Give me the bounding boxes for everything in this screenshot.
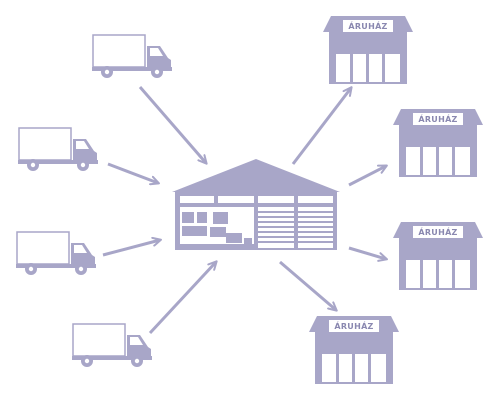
- store-sign: ÁRUHÁZ: [418, 113, 457, 124]
- arrow-store-1: [291, 86, 353, 165]
- arrow-store-2: [348, 164, 388, 187]
- store-sign: ÁRUHÁZ: [418, 226, 457, 237]
- store-2: ÁRUHÁZ: [393, 109, 483, 177]
- store-sign: ÁRUHÁZ: [348, 20, 387, 31]
- arrow-truck-2: [107, 162, 160, 186]
- arrow-truck-3: [102, 236, 162, 257]
- store-3: ÁRUHÁZ: [393, 222, 483, 290]
- warehouse-doors: [258, 207, 333, 248]
- truck-icon: [72, 323, 152, 368]
- truck-icon: [18, 127, 98, 172]
- warehouse-icon: [172, 159, 340, 250]
- store-sign: ÁRUHÁZ: [334, 320, 373, 331]
- store-4: ÁRUHÁZ: [309, 316, 399, 384]
- inbound-arrows: [102, 86, 218, 335]
- arrow-store-4: [279, 260, 338, 312]
- store-1: ÁRUHÁZ: [323, 16, 413, 84]
- arrow-truck-4: [148, 260, 218, 335]
- outbound-arrows: [279, 86, 388, 312]
- truck-icon: [92, 34, 172, 79]
- arrow-truck-1: [138, 86, 208, 165]
- arrow-store-3: [348, 246, 388, 262]
- truck-icon: [16, 231, 96, 276]
